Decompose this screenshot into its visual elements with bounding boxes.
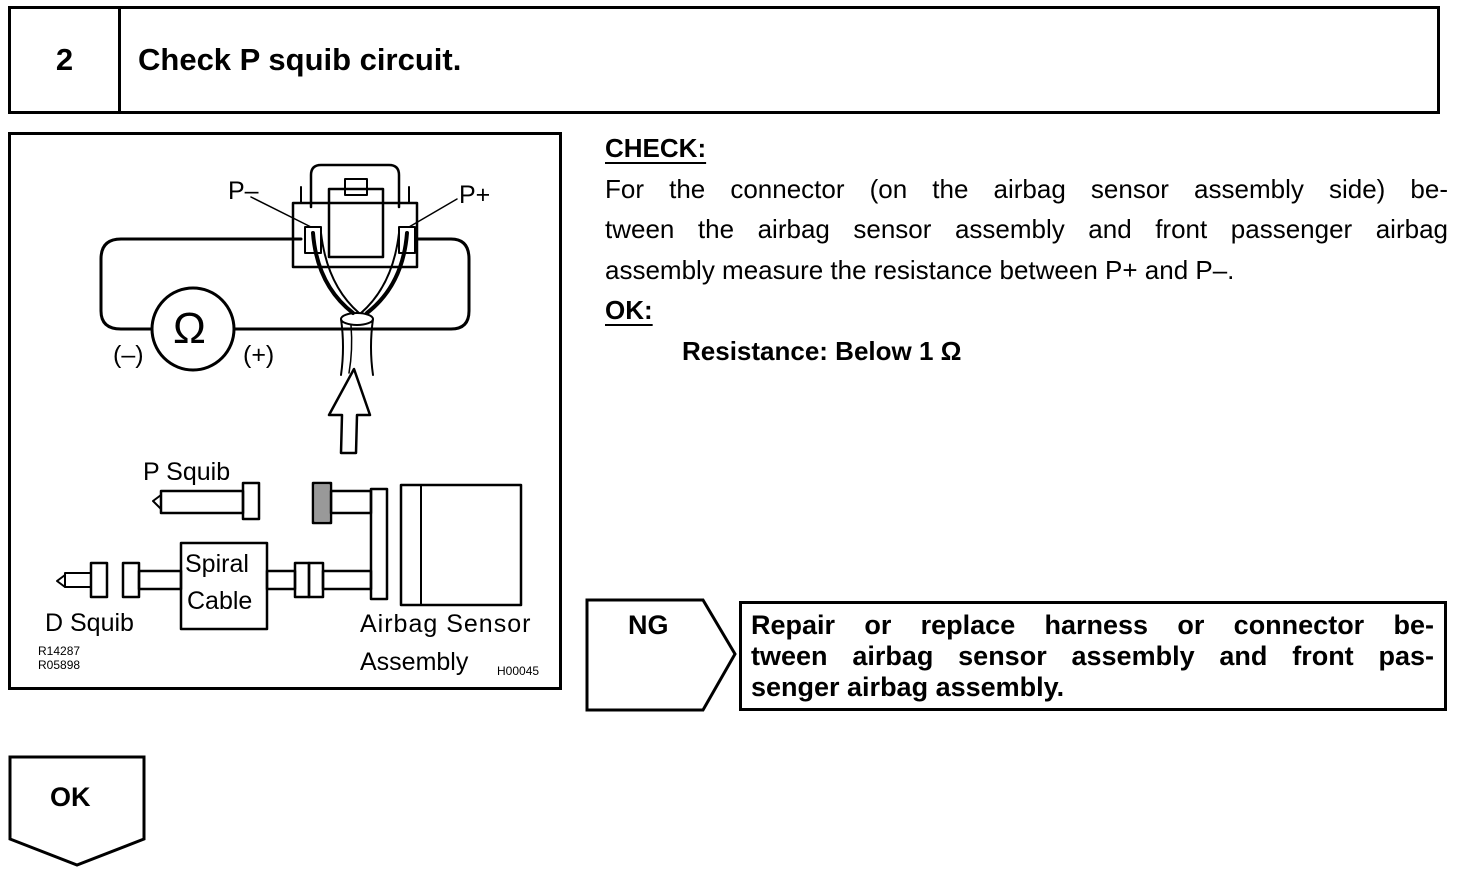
label-spiral: Spiral <box>185 550 249 578</box>
pointer-arrow <box>327 367 372 455</box>
connector-body <box>291 201 419 269</box>
step-header: 2 Check P squib circuit. <box>8 6 1440 114</box>
ng-label: NG <box>628 610 669 640</box>
ng-line-2: tween airbag sensor assembly and front p… <box>751 641 1434 671</box>
resistance-spec: Resistance: Below 1 Ω <box>682 335 962 366</box>
ok-arrow <box>8 755 146 867</box>
step-title: Check P squib circuit. <box>138 42 462 77</box>
figure-code-2: R05898 <box>38 658 81 672</box>
check-heading: CHECK: <box>605 133 707 163</box>
meter-lead-left <box>99 237 303 331</box>
ng-line-3: senger airbag assembly. <box>751 672 1065 702</box>
check-section: CHECK: For the connector (on the airbag … <box>605 128 1448 371</box>
label-airbag-sensor: Airbag Sensor <box>360 610 532 638</box>
ok-label: OK <box>50 782 91 812</box>
check-line-1: For the connector (on the airbag sensor … <box>605 173 1448 204</box>
ng-arrow <box>585 598 737 712</box>
label-p-squib: P Squib <box>143 458 231 486</box>
label-d-squib: D Squib <box>45 609 134 637</box>
ng-action-box: Repair or replace harness or connector b… <box>739 601 1447 711</box>
airbag-sensor-box <box>399 483 523 607</box>
circuit-diagram: P– P+ Ω (–) (+) P Squib Spiral Cable D S… <box>8 132 562 690</box>
check-line-2: tween the airbag sensor assembly and fro… <box>605 214 1448 244</box>
ohm-symbol: Ω <box>173 304 206 353</box>
label-assembly: Assembly <box>360 648 469 676</box>
label-p-plus: P+ <box>459 181 491 209</box>
ohmmeter-icon <box>150 286 236 372</box>
circuit-drawing <box>56 163 523 631</box>
ng-line-1: Repair or replace harness or connector b… <box>751 610 1434 640</box>
figure-code-1: R14287 <box>38 644 81 658</box>
step-number: 2 <box>11 9 121 111</box>
ok-heading: OK: <box>605 295 653 325</box>
label-negative: (–) <box>113 341 144 369</box>
check-line-3: assembly measure the resistance between … <box>605 254 1235 285</box>
label-p-minus: P– <box>228 177 259 205</box>
figure-code-3: H00045 <box>497 664 540 678</box>
label-positive: (+) <box>243 341 275 369</box>
meter-lead-right <box>233 237 471 331</box>
label-cable: Cable <box>187 587 253 615</box>
